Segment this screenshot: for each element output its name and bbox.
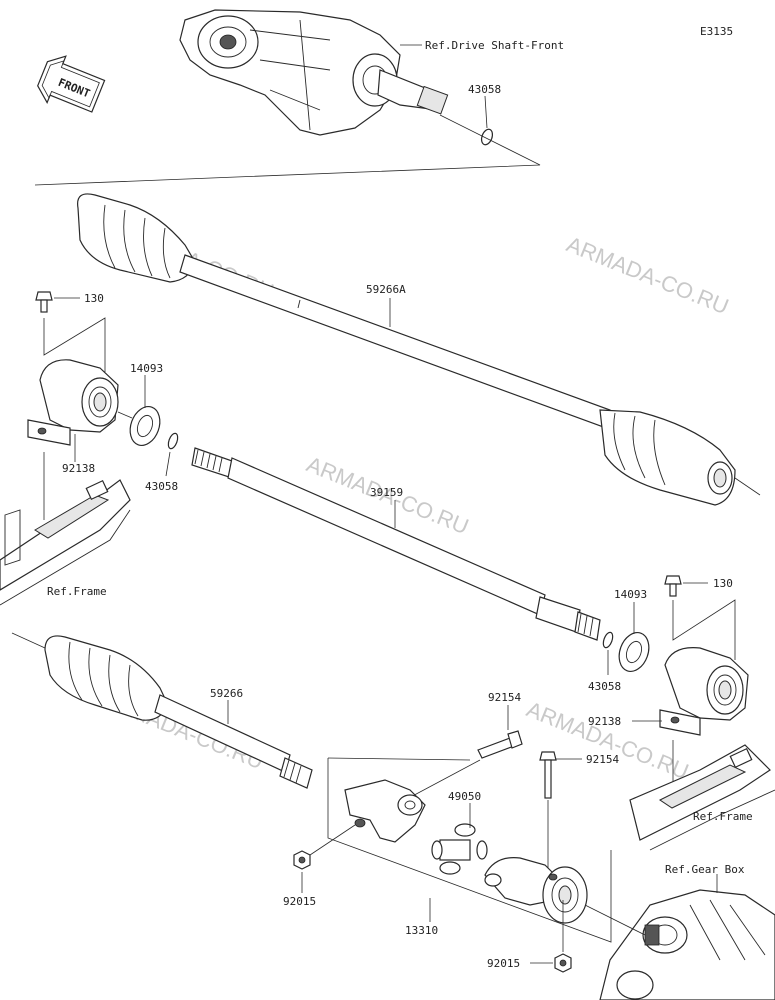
bolt-130-right: [664, 575, 682, 597]
front-gear-case: [179, 9, 449, 136]
ref-frame-right: Ref.Frame: [693, 810, 753, 823]
gear-box: [599, 889, 775, 1000]
frame-right: [629, 744, 775, 851]
bolt-92154-lower: [539, 751, 557, 799]
yoke-rear-flange: [484, 857, 588, 924]
drive-shaft-39159: [191, 447, 601, 641]
bearing-bracket-right: [659, 647, 749, 736]
front-arrow-icon: FRONT: [37, 55, 106, 113]
label-92015-left: 92015: [283, 895, 316, 908]
drive-shaft-59266A: [77, 193, 736, 506]
circlip-left: [167, 432, 179, 450]
label-92154-lower: 92154: [586, 753, 619, 766]
diagram-code: E3135: [700, 25, 733, 38]
ref-drive-shaft-front: Ref.Drive Shaft-Front: [425, 39, 564, 52]
label-92138-left: 92138: [62, 462, 95, 475]
label-59266: 59266: [210, 687, 243, 700]
label-14093-left: 14093: [130, 362, 163, 375]
label-130-right: 130: [713, 577, 733, 590]
label-43058-right: 43058: [588, 680, 621, 693]
label-43058-top: 43058: [468, 83, 501, 96]
label-13310: 13310: [405, 924, 438, 937]
label-43058-left: 43058: [145, 480, 178, 493]
label-92015-lower: 92015: [487, 957, 520, 970]
label-130-left: 130: [84, 292, 104, 305]
cross-joint-49050: [431, 823, 488, 875]
label-14093-right: 14093: [614, 588, 647, 601]
ref-frame-left: Ref.Frame: [47, 585, 107, 598]
bearing-bracket-left: [27, 359, 119, 446]
label-59266A: 59266A: [366, 283, 406, 296]
label-49050: 49050: [448, 790, 481, 803]
circlip-right: [602, 631, 614, 649]
washer-14093-left: [129, 406, 161, 446]
yoke-front: [344, 779, 426, 843]
nut-92015-lower: [554, 953, 572, 973]
circlip-top: [480, 128, 494, 146]
watermark-1: ARMADA-CO.RU: [563, 231, 732, 319]
drive-shaft-59266: [44, 635, 313, 789]
ref-gear-box: Ref.Gear Box: [665, 863, 745, 876]
label-92138-right: 92138: [588, 715, 621, 728]
label-39159: 39159: [370, 486, 403, 499]
bolt-92154-upper: [477, 730, 523, 759]
washer-14093-right: [618, 632, 650, 672]
bolt-130-left: [35, 291, 53, 313]
label-92154-upper: 92154: [488, 691, 521, 704]
frame-left: [0, 479, 131, 606]
nut-92015-left: [293, 850, 311, 870]
